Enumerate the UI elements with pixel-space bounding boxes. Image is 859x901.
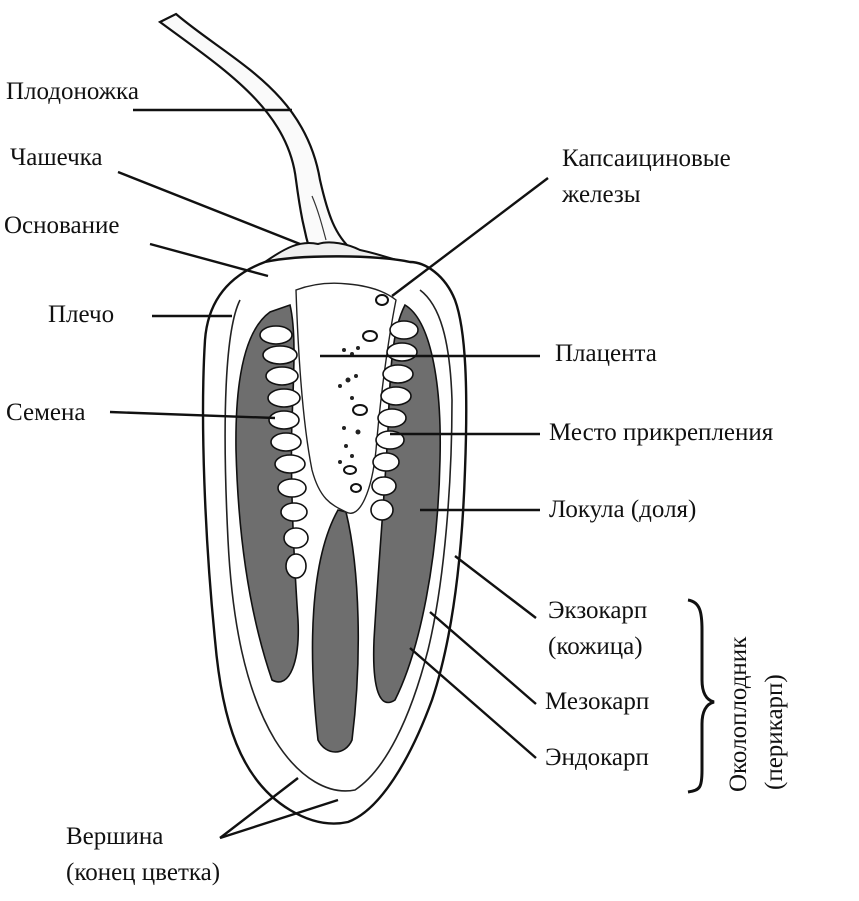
stalk-shape: [157, 12, 355, 260]
leader-lines: [109, 108, 549, 840]
label-exocarp-line1: Экзокарп: [548, 597, 648, 624]
label-endocarp: Эндокарп: [545, 744, 649, 771]
label-capsaicin-glands-line2: железы: [562, 181, 641, 208]
label-placenta: Плацента: [555, 340, 657, 367]
label-pericarp-line2: (перикарп): [761, 674, 788, 790]
label-pericarp-line1: Околоплодник: [725, 636, 752, 792]
label-seeds: Семена: [6, 399, 86, 426]
label-apex-line1: Вершина: [66, 823, 164, 850]
label-shoulder: Плечо: [48, 301, 115, 328]
label-exocarp-line2: (кожица): [548, 633, 643, 660]
label-locule: Локула (доля): [549, 496, 697, 523]
label-base: Основание: [4, 212, 120, 239]
label-mesocarp: Мезокарп: [545, 688, 650, 715]
center-locule: [311, 509, 360, 753]
capsaicin-glands: [343, 294, 389, 493]
pericarp-brace: [687, 598, 715, 794]
label-attachment: Место прикрепления: [549, 419, 774, 446]
label-capsaicin-glands-line1: Капсаициновые: [562, 145, 731, 172]
seeds-left: [259, 325, 309, 579]
label-stalk: Плодоножка: [6, 78, 139, 105]
label-calyx: Чашечка: [10, 144, 103, 171]
label-apex-line2: (конец цветка): [66, 859, 221, 886]
